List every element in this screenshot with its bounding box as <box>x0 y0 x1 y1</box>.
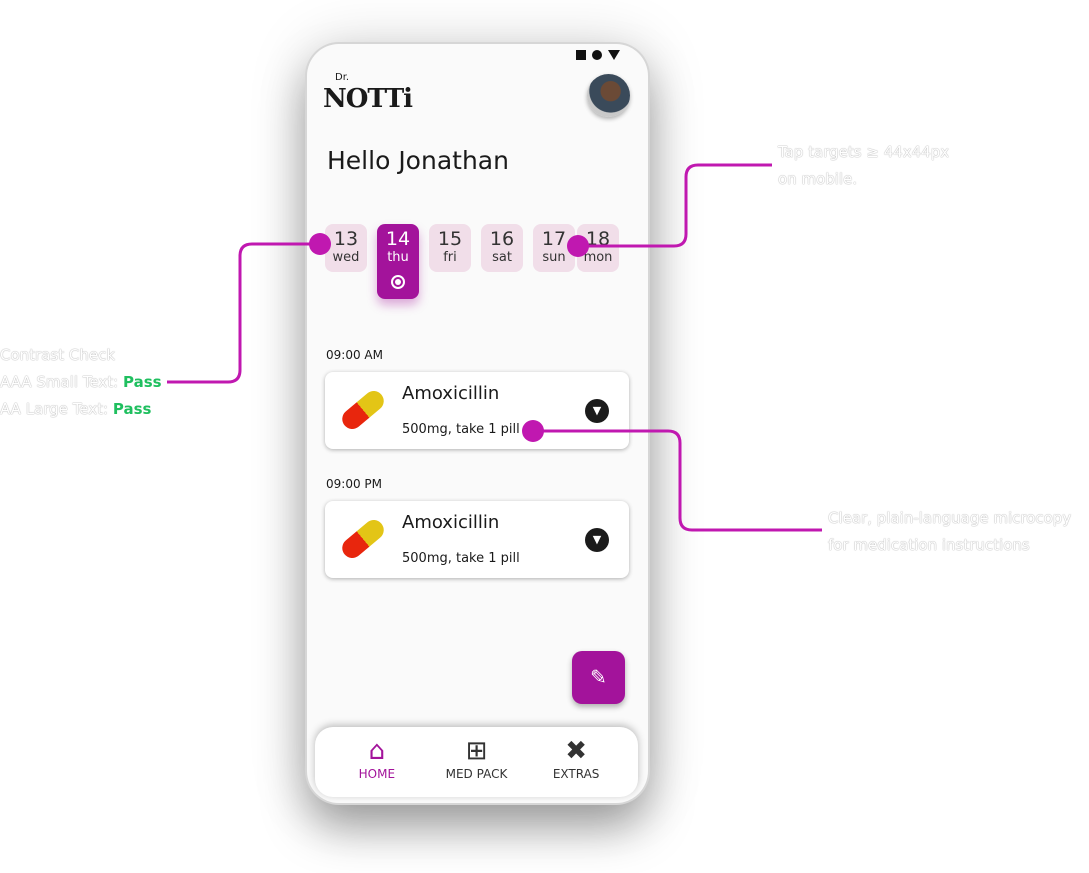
medication-card[interactable]: Amoxicillin 500mg, take 1 pill ▼ <box>325 501 629 578</box>
contrast-annotation: Contrast Check AAA Small Text: Pass AA L… <box>0 342 162 423</box>
logo-name: NOTTi <box>323 84 413 114</box>
day-number: 15 <box>437 228 463 250</box>
tap-target-annotation: Tap targets ≥ 44x44px on mobile. <box>778 139 949 193</box>
day-name: mon <box>583 250 613 265</box>
connector-dot <box>522 420 544 442</box>
square-icon <box>576 50 586 60</box>
nav-home[interactable]: ⌂HOME <box>332 727 422 797</box>
aaa-result: Pass <box>123 373 162 391</box>
nav-med-pack[interactable]: ⊞MED PACK <box>431 727 521 797</box>
triangle-icon <box>608 50 620 60</box>
app-logo: Dr. NOTTi <box>323 72 413 116</box>
day-number: 13 <box>333 228 359 250</box>
chevron-down-icon[interactable]: ▼ <box>585 528 609 552</box>
day-name: fri <box>443 250 457 265</box>
aaa-label: AAA Small Text: <box>0 373 119 391</box>
day-name: sun <box>542 250 566 265</box>
nav-label: MED PACK <box>445 767 508 781</box>
chevron-down-icon[interactable]: ▼ <box>585 399 609 423</box>
aa-label: AA Large Text: <box>0 400 109 418</box>
annotation-title: Contrast Check <box>0 346 116 364</box>
day-number: 16 <box>489 228 515 250</box>
selected-radio-icon <box>391 275 405 289</box>
day-number: 14 <box>385 228 411 250</box>
day-name: thu <box>387 250 409 265</box>
medication-instructions: 500mg, take 1 pill <box>402 551 520 566</box>
connector-contrast <box>167 242 320 384</box>
avatar[interactable] <box>587 74 630 117</box>
bandage-icon: ✖ <box>565 736 588 766</box>
microcopy-annotation: Clear, plain-language microcopy for medi… <box>828 505 1071 559</box>
medication-instructions: 500mg, take 1 pill <box>402 422 520 437</box>
day-name: wed <box>332 250 360 265</box>
bottom-nav: ⌂HOME ⊞MED PACK ✖EXTRAS <box>315 727 638 797</box>
dose-time: 09:00 PM <box>326 477 382 491</box>
annotation-line: Clear, plain-language microcopy <box>828 509 1072 527</box>
aa-result: Pass <box>112 400 152 418</box>
connector-dot <box>567 235 589 257</box>
pencil-icon: ✎ <box>590 665 607 689</box>
connector-tap <box>578 163 772 248</box>
annotation-line: for medication instructions <box>828 536 1030 554</box>
day-number: 17 <box>541 228 567 250</box>
status-bar <box>576 50 620 60</box>
medication-card[interactable]: Amoxicillin 500mg, take 1 pill ▼ <box>325 372 629 449</box>
dose-time: 09:00 AM <box>326 348 383 362</box>
medication-name: Amoxicillin <box>402 512 500 533</box>
day-name: sat <box>492 250 512 265</box>
nav-extras[interactable]: ✖EXTRAS <box>531 727 621 797</box>
med-pack-icon: ⊞ <box>465 736 488 766</box>
annotation-line: on mobile. <box>778 170 858 188</box>
connector-microcopy <box>533 429 822 532</box>
edit-button[interactable]: ✎ <box>572 651 625 704</box>
medication-name: Amoxicillin <box>402 383 500 404</box>
connector-dot <box>309 233 331 255</box>
greeting: Hello Jonathan <box>327 146 509 175</box>
nav-label: EXTRAS <box>552 767 600 781</box>
home-icon: ⌂ <box>368 736 386 766</box>
annotation-line: Tap targets ≥ 44x44px <box>778 143 950 161</box>
nav-label: HOME <box>358 767 396 781</box>
circle-icon <box>592 50 602 60</box>
logo-dr: Dr. <box>335 72 350 83</box>
